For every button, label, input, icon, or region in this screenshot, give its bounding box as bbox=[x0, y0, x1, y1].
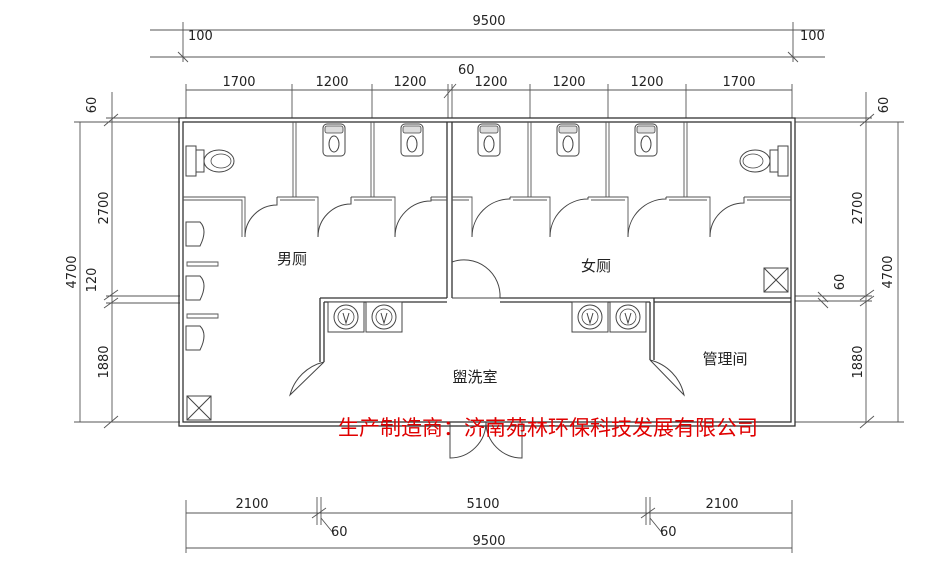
dim-right-overall: 4700 bbox=[881, 255, 896, 288]
dim-bottom-gap-left: 60 bbox=[331, 525, 348, 540]
sitting-toilet-left bbox=[185, 145, 235, 177]
dim-left-upper: 2700 bbox=[97, 191, 112, 224]
dim-top-seg: 1700 bbox=[222, 75, 255, 90]
dim-bottom-seg: 2100 bbox=[235, 497, 268, 512]
dim-top-segments: 1700 1200 1200 1200 1200 1200 1700 bbox=[222, 75, 755, 90]
dim-bottom-seg: 2100 bbox=[705, 497, 738, 512]
right-dimensions bbox=[795, 92, 904, 429]
dim-top-offset-left: 100 bbox=[188, 29, 213, 44]
dim-top-overall: 9500 bbox=[472, 14, 505, 29]
dim-right-upper: 2700 bbox=[851, 191, 866, 224]
dim-left-top-offset: 60 bbox=[85, 97, 100, 114]
dim-bottom-gap-right: 60 bbox=[660, 525, 677, 540]
dim-top-seg: 1700 bbox=[722, 75, 755, 90]
fixtures bbox=[185, 123, 789, 421]
dim-right-middle: 60 bbox=[833, 274, 848, 291]
room-label-washroom: 盥洗室 bbox=[452, 368, 497, 386]
dim-left-overall: 4700 bbox=[65, 255, 80, 288]
dim-right-top-offset: 60 bbox=[877, 97, 892, 114]
manufacturer-text: 生产制造商：济南苑林环保科技发展有限公司 bbox=[338, 416, 758, 440]
room-label-men: 男厕 bbox=[277, 250, 307, 268]
dim-top-offset-right: 100 bbox=[800, 29, 825, 44]
dim-left-lower: 1880 bbox=[97, 345, 112, 378]
dim-top-seg: 1200 bbox=[315, 75, 348, 90]
doors bbox=[244, 197, 745, 459]
dim-top-seg: 1200 bbox=[393, 75, 426, 90]
left-dimensions bbox=[74, 92, 180, 429]
room-label-office: 管理间 bbox=[702, 350, 747, 368]
top-dimensions bbox=[150, 22, 825, 118]
bottom-dimensions bbox=[185, 497, 793, 553]
dim-left-middle: 120 bbox=[85, 268, 100, 293]
sitting-toilet-right bbox=[739, 145, 789, 177]
dim-top-seg: 1200 bbox=[474, 75, 507, 90]
room-label-women: 女厕 bbox=[581, 257, 611, 275]
urinals bbox=[185, 221, 205, 351]
dim-top-gap: 60 bbox=[458, 63, 475, 78]
dim-top-seg: 1200 bbox=[552, 75, 585, 90]
dim-bottom-seg: 5100 bbox=[466, 497, 499, 512]
dim-top-seg: 1200 bbox=[630, 75, 663, 90]
dim-right-lower: 1880 bbox=[851, 345, 866, 378]
dim-bottom-overall: 9500 bbox=[472, 534, 505, 549]
dim-bottom-segments: 2100 5100 2100 bbox=[235, 497, 738, 512]
walls bbox=[178, 117, 796, 427]
